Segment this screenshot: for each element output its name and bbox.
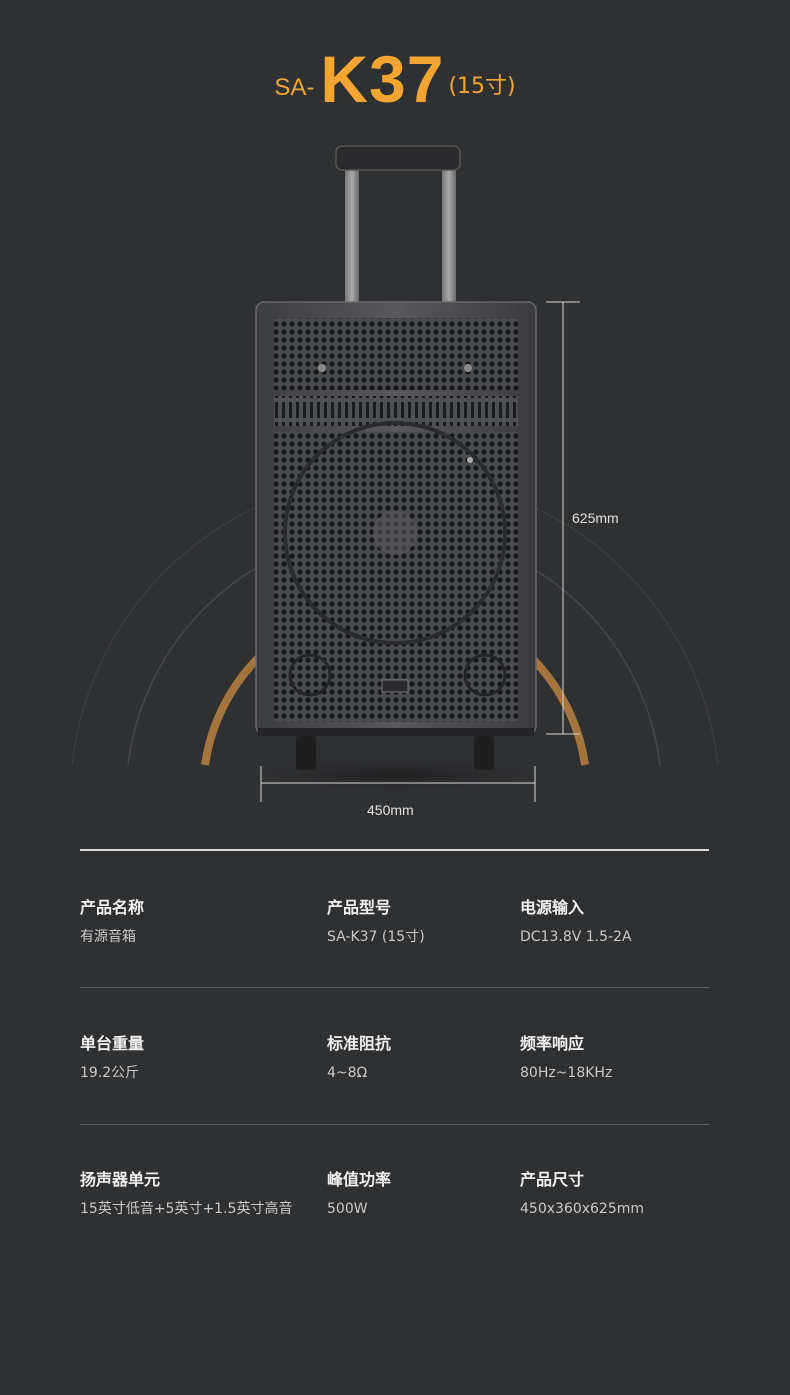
spec-label: 产品名称 — [80, 898, 145, 917]
model-number: K37 — [320, 42, 445, 116]
spec-value: DC13.8V 1.5-2A — [520, 929, 632, 945]
trolley-speaker-icon — [71, 145, 719, 802]
spec-unit-weight: 单台重量 19.2公斤 — [80, 1033, 144, 1083]
width-dimension-label: 450mm — [367, 802, 414, 818]
model-prefix: SA- — [274, 74, 315, 101]
product-illustration: 625mm 450mm — [0, 120, 790, 850]
spec-peak-power: 峰值功率 500W — [327, 1169, 391, 1219]
spec-product-model: 产品型号 SA-K37 (15寸) — [327, 897, 425, 947]
spec-speaker-units: 扬声器单元 15英寸低音+5英寸+1.5英寸高音 — [80, 1169, 292, 1219]
model-title: SA- K37 (15寸) — [0, 34, 790, 114]
spec-value: SA-K37 (15寸) — [327, 929, 425, 945]
spec-value: 450x360x625mm — [520, 1201, 645, 1217]
height-dimension-line — [546, 301, 580, 735]
spec-frequency-response: 频率响应 80Hz~18KHz — [520, 1033, 612, 1083]
model-size: (15寸) — [448, 74, 516, 99]
spec-value: 500W — [327, 1201, 368, 1217]
spec-value: 80Hz~18KHz — [520, 1065, 613, 1081]
spec-product-name: 产品名称 有源音箱 — [80, 897, 144, 947]
spec-label: 单台重量 — [80, 1034, 145, 1053]
spec-label: 产品尺寸 — [520, 1170, 585, 1189]
spec-product-dimensions: 产品尺寸 450x360x625mm — [520, 1169, 644, 1219]
spec-value: 有源音箱 — [80, 929, 136, 945]
spec-label: 峰值功率 — [327, 1170, 392, 1189]
spec-value: 4~8Ω — [327, 1065, 368, 1081]
spec-label: 标准阻抗 — [327, 1034, 392, 1053]
spec-row-divider — [80, 1124, 709, 1125]
width-dimension-line — [260, 766, 536, 802]
spec-value: 15英寸低音+5英寸+1.5英寸高音 — [80, 1201, 293, 1217]
spec-top-divider — [80, 849, 709, 851]
spec-label: 产品型号 — [327, 898, 392, 917]
spec-label: 频率响应 — [520, 1034, 585, 1053]
spec-value: 19.2公斤 — [80, 1065, 140, 1081]
spec-power-input: 电源输入 DC13.8V 1.5-2A — [520, 897, 632, 947]
spec-impedance: 标准阻抗 4~8Ω — [327, 1033, 391, 1083]
height-dimension-label: 625mm — [572, 510, 619, 526]
spec-label: 电源输入 — [520, 898, 585, 917]
spec-row-divider — [80, 987, 709, 988]
spec-label: 扬声器单元 — [80, 1170, 161, 1189]
